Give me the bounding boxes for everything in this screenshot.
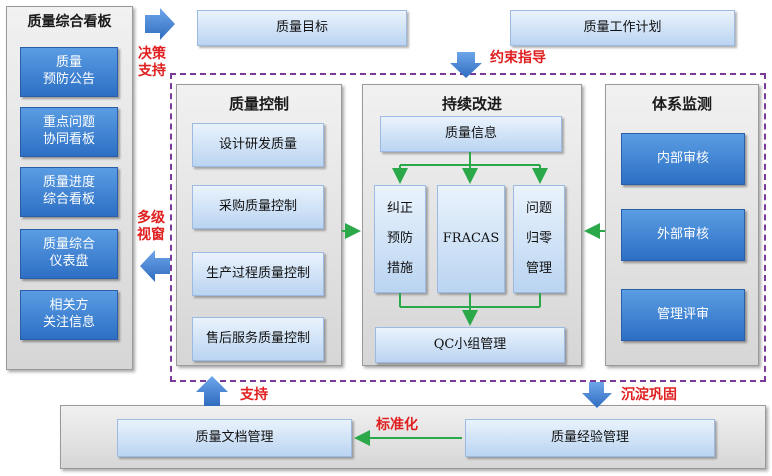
corrective-action-line: 预防 — [386, 230, 413, 246]
qc-group-label: QC小组管理 — [433, 336, 507, 352]
dashboard-item-label: 相关方 关注信息 — [42, 298, 95, 330]
monitor-item-external-audit[interactable]: 外部审核 — [621, 209, 745, 261]
dashboard-item-progress[interactable]: 质量进度 综合看板 — [20, 167, 118, 217]
quality-experience-label: 质量经验管理 — [550, 429, 629, 445]
control-item-label: 设计研发质量 — [218, 136, 297, 152]
system-monitoring-panel: 体系监测 内部审核 外部审核 管理评审 — [605, 84, 759, 366]
control-item-label: 售后服务质量控制 — [205, 330, 310, 346]
problem-zero-line: 问题 — [525, 200, 552, 216]
continuous-improvement-title: 持续改进 — [441, 95, 502, 113]
quality-control-title: 质量控制 — [228, 95, 289, 113]
quality-info-box[interactable]: 质量信息 — [380, 116, 562, 152]
control-item-procurement[interactable]: 采购质量控制 — [192, 185, 324, 229]
support-label: 支持 — [240, 387, 268, 403]
quality-target-box[interactable]: 质量目标 — [197, 10, 407, 46]
monitor-item-internal-audit[interactable]: 内部审核 — [621, 133, 745, 185]
system-monitoring-title: 体系监测 — [651, 95, 712, 113]
problem-zero-line: 归零 — [525, 230, 552, 246]
multilevel-view-label: 多级 视窗 — [137, 210, 165, 243]
constraint-guidance-label: 约束指导 — [490, 50, 546, 66]
monitor-item-label: 外部审核 — [656, 226, 709, 242]
decision-support-label: 决策 支持 — [138, 46, 166, 79]
monitor-item-label: 内部审核 — [656, 150, 709, 166]
dashboard-item-stakeholder[interactable]: 相关方 关注信息 — [20, 290, 118, 340]
quality-target-label: 质量目标 — [275, 19, 328, 35]
corrective-action-line: 措施 — [386, 260, 413, 276]
dashboard-item-label: 质量进度 综合看板 — [42, 175, 95, 207]
dashboard-item-key-issues[interactable]: 重点问题 协同看板 — [20, 107, 118, 157]
dashboard-item-label: 重点问题 协同看板 — [42, 115, 95, 147]
quality-docs-label: 质量文档管理 — [195, 429, 274, 445]
dashboard-item-prevention-notice[interactable]: 质量 预防公告 — [20, 47, 118, 97]
fracas-label: FRACAS — [442, 230, 500, 246]
standardize-label: 标准化 — [376, 417, 418, 433]
dashboard-item-label: 质量 预防公告 — [42, 55, 95, 87]
qc-group-box[interactable]: QC小组管理 — [375, 327, 565, 363]
control-item-label: 采购质量控制 — [218, 198, 297, 214]
quality-experience-box[interactable]: 质量经验管理 — [465, 419, 715, 457]
control-item-production[interactable]: 生产过程质量控制 — [192, 252, 324, 296]
quality-plan-box[interactable]: 质量工作计划 — [510, 10, 735, 46]
left-arrow-icon — [140, 250, 170, 282]
fracas-box[interactable]: FRACAS — [437, 185, 505, 293]
quality-docs-box[interactable]: 质量文档管理 — [117, 419, 352, 457]
problem-zero-box[interactable]: 问题 归零 管理 — [513, 185, 565, 293]
quality-plan-label: 质量工作计划 — [583, 19, 662, 35]
control-item-after-sales[interactable]: 售后服务质量控制 — [192, 317, 324, 361]
dashboard-item-instrument-panel[interactable]: 质量综合 仪表盘 — [20, 229, 118, 279]
problem-zero-line: 管理 — [525, 260, 552, 276]
quality-control-panel: 质量控制 设计研发质量 采购质量控制 生产过程质量控制 售后服务质量控制 — [176, 84, 342, 366]
monitor-item-label: 管理评审 — [656, 306, 709, 322]
dashboard-title: 质量综合看板 — [27, 14, 112, 30]
corrective-action-line: 纠正 — [386, 200, 413, 216]
right-arrow-icon — [145, 8, 175, 40]
control-item-design[interactable]: 设计研发质量 — [192, 123, 324, 167]
dashboard-panel: 质量综合看板 质量 预防公告 重点问题 协同看板 质量进度 综合看板 质量综合 … — [6, 6, 133, 370]
monitor-item-management-review[interactable]: 管理评审 — [621, 289, 745, 341]
corrective-action-box[interactable]: 纠正 预防 措施 — [374, 185, 426, 293]
quality-info-label: 质量信息 — [444, 125, 497, 141]
dashboard-item-label: 质量综合 仪表盘 — [42, 237, 95, 269]
control-item-label: 生产过程质量控制 — [205, 265, 310, 281]
consolidate-label: 沉淀巩固 — [621, 387, 677, 403]
